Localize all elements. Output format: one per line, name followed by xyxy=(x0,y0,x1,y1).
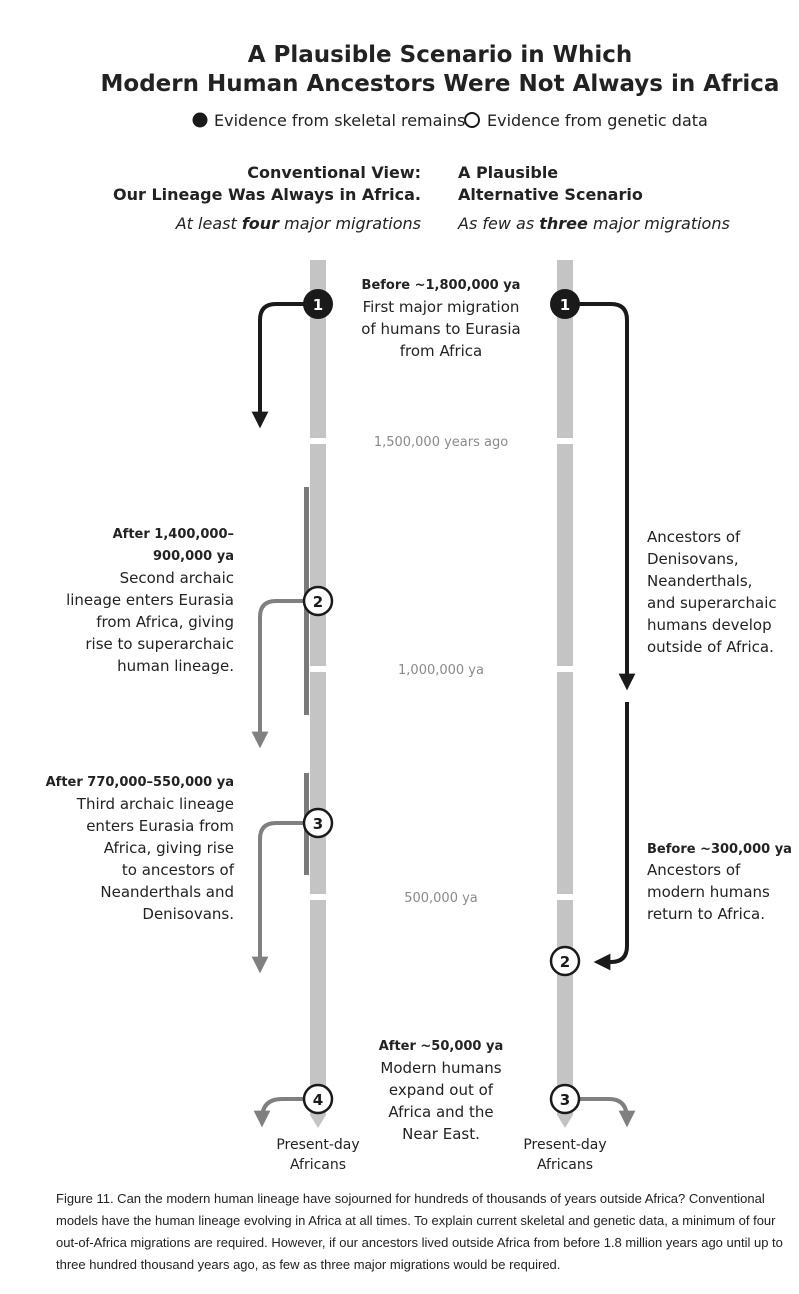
left-timeline xyxy=(304,260,326,1128)
time-mark-500000: 500,000 ya xyxy=(404,891,478,906)
event-line: Ancestors of xyxy=(647,861,741,879)
left-timeline-segment xyxy=(310,260,326,438)
event-line: outside of Africa. xyxy=(647,638,774,656)
right-timeline xyxy=(557,260,573,1128)
migration-arrow-3-left xyxy=(251,821,303,974)
event-line: from Africa, giving xyxy=(96,613,234,631)
marker-2-left: 2 xyxy=(302,585,334,617)
svg-text:1: 1 xyxy=(560,296,570,314)
svg-text:Africans: Africans xyxy=(537,1157,593,1173)
event-line: Ancestors of xyxy=(647,528,741,546)
event-line: lineage enters Eurasia xyxy=(66,591,234,609)
event-line: Third archaic lineage xyxy=(76,795,234,813)
migration-arrow-2-left xyxy=(251,599,303,749)
right-timeline-segment xyxy=(557,260,573,438)
marker-1-right: 1 xyxy=(550,289,580,319)
svg-text:3: 3 xyxy=(560,1091,570,1109)
left-timeline-end-arrow xyxy=(310,1115,326,1128)
left-heading-line-2: Our Lineage Was Always in Africa. xyxy=(113,185,421,204)
legend-genetic-label: Evidence from genetic data xyxy=(487,111,708,130)
svg-text:Africans: Africans xyxy=(290,1157,346,1173)
present-day-africans-left: Present-day Africans xyxy=(276,1137,359,1173)
marker-1-left: 1 xyxy=(303,289,333,319)
open-circle-icon xyxy=(464,112,480,128)
event-line: expand out of xyxy=(389,1081,494,1099)
svg-text:1: 1 xyxy=(313,296,323,314)
svg-text:Present-day: Present-day xyxy=(523,1137,606,1153)
event-line: Modern humans xyxy=(380,1059,501,1077)
svg-text:2: 2 xyxy=(560,953,570,971)
migration-diagram: A Plausible Scenario in Which Modern Hum… xyxy=(46,42,792,1173)
migration-arrow-4-left xyxy=(253,1097,303,1128)
event-line: humans develop xyxy=(647,616,772,634)
left-heading-line-1: Conventional View: xyxy=(247,163,421,182)
event-line: to ancestors of xyxy=(122,861,235,879)
left-column-heading: Conventional View: Our Lineage Was Alway… xyxy=(113,163,421,233)
event-line: Near East. xyxy=(402,1125,480,1143)
event-line: human lineage. xyxy=(117,657,234,675)
event-return-to-africa: Before ~300,000 ya Ancestors of modern h… xyxy=(647,842,792,923)
migration-arrow-1-left xyxy=(251,302,304,429)
event-line: First major migration xyxy=(363,298,520,316)
legend: Evidence from skeletal remains Evidence … xyxy=(192,111,708,130)
event-line: and superarchaic xyxy=(647,594,777,612)
event-line: Neanderthals, xyxy=(647,572,752,590)
event-first-migration: Before ~1,800,000 ya First major migrati… xyxy=(361,278,520,360)
svg-text:Present-day: Present-day xyxy=(276,1137,359,1153)
svg-text:4: 4 xyxy=(313,1091,323,1109)
event-date: Before ~1,800,000 ya xyxy=(362,278,521,293)
left-timeline-segment xyxy=(310,900,326,1115)
event-line: rise to superarchaic xyxy=(85,635,234,653)
event-line: Second archaic xyxy=(120,569,234,587)
legend-skeletal-label: Evidence from skeletal remains xyxy=(214,111,465,130)
event-line: enters Eurasia from xyxy=(86,817,234,835)
migration-arrow-1-right xyxy=(579,302,636,691)
event-line: modern humans xyxy=(647,883,770,901)
marker-2-right: 2 xyxy=(549,945,581,977)
figure-caption: Figure 11. Can the modern human lineage … xyxy=(56,1191,783,1272)
right-heading-line-1: A Plausible xyxy=(458,163,558,182)
title-line-2: Modern Human Ancestors Were Not Always i… xyxy=(101,71,780,97)
time-mark-1500000: 1,500,000 years ago xyxy=(374,435,508,450)
event-line: return to Africa. xyxy=(647,905,765,923)
title-line-1: A Plausible Scenario in Which xyxy=(248,42,633,68)
event-date: After 770,000–550,000 ya xyxy=(46,775,234,790)
event-line: from Africa xyxy=(400,342,482,360)
event-date: 900,000 ya xyxy=(153,549,234,564)
left-subheading: At least four major migrations xyxy=(175,214,421,233)
event-line: Africa, giving rise xyxy=(104,839,234,857)
right-timeline-segment xyxy=(557,672,573,894)
event-date: After 1,400,000– xyxy=(113,527,234,542)
marker-4-left: 4 xyxy=(302,1083,334,1115)
event-second-migration: After 1,400,000– 900,000 ya Second archa… xyxy=(66,527,234,675)
event-modern-expansion: After ~50,000 ya Modern humans expand ou… xyxy=(379,1039,504,1143)
event-third-migration: After 770,000–550,000 ya Third archaic l… xyxy=(46,775,235,923)
left-timeline-segment xyxy=(310,672,326,894)
event-line: Denisovans. xyxy=(142,905,234,923)
present-day-africans-right: Present-day Africans xyxy=(523,1137,606,1173)
event-line: Denisovans, xyxy=(647,550,739,568)
time-mark-1000000: 1,000,000 ya xyxy=(398,663,484,678)
right-heading-line-2: Alternative Scenario xyxy=(458,185,643,204)
filled-circle-icon xyxy=(192,112,208,128)
left-timeline-segment xyxy=(310,444,326,666)
marker-3-left: 3 xyxy=(302,807,334,839)
right-timeline-segment xyxy=(557,900,573,1115)
return-arrow-right xyxy=(593,702,629,971)
svg-text:2: 2 xyxy=(313,593,323,611)
event-line: of humans to Eurasia xyxy=(361,320,520,338)
marker-3-right: 3 xyxy=(549,1083,581,1115)
event-ancestors-outside-africa: Ancestors of Denisovans, Neanderthals, a… xyxy=(647,528,777,656)
event-date: After ~50,000 ya xyxy=(379,1039,504,1054)
event-line: Africa and the xyxy=(388,1103,493,1121)
right-column-heading: A Plausible Alternative Scenario As few … xyxy=(457,163,730,233)
right-subheading: As few as three major migrations xyxy=(457,214,730,233)
event-line: Neanderthals and xyxy=(100,883,234,901)
right-timeline-end-arrow xyxy=(557,1115,573,1128)
migration-arrow-3-right xyxy=(580,1097,636,1128)
right-timeline-segment xyxy=(557,444,573,666)
event-date: Before ~300,000 ya xyxy=(647,842,792,857)
svg-text:3: 3 xyxy=(313,815,323,833)
